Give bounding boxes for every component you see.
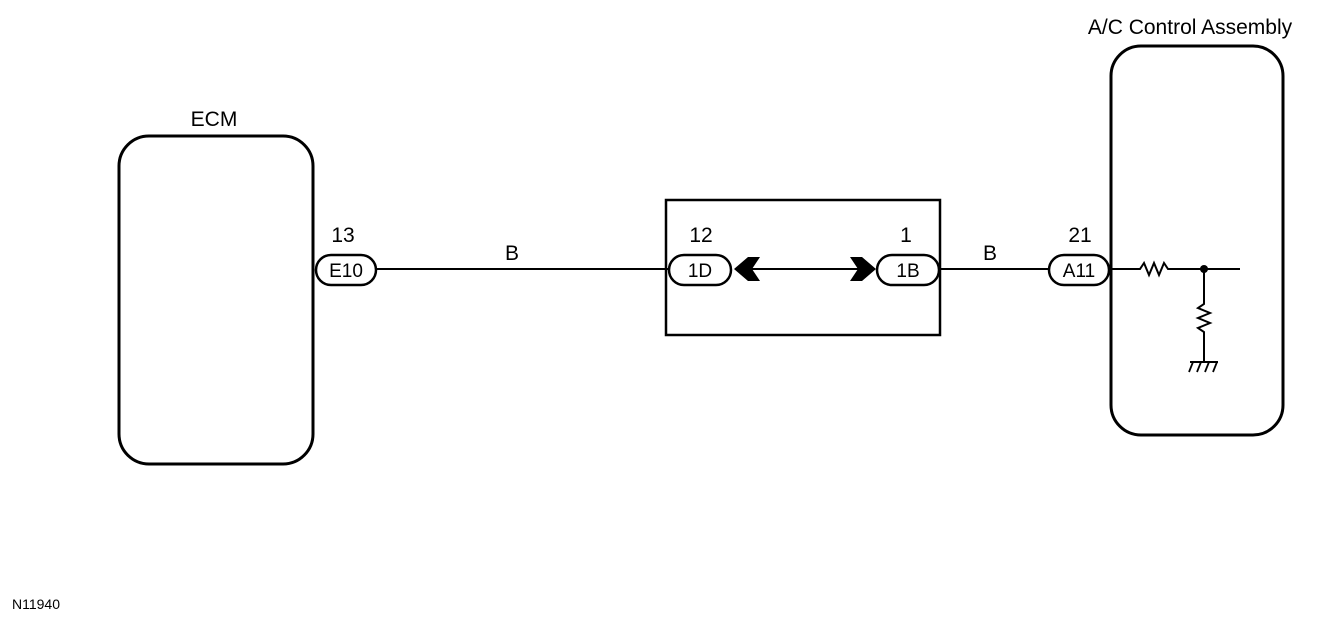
- series-resistor-icon: [1109, 260, 1240, 278]
- wire-right-color-label: B: [983, 242, 997, 265]
- ac-pin-number: 21: [1068, 224, 1091, 247]
- e10-connector-label: E10: [329, 261, 363, 282]
- wire-left-color-label: B: [505, 242, 519, 265]
- pulldown-resistor-icon: [1195, 269, 1213, 362]
- ecm-label: ECM: [191, 108, 238, 131]
- ac-control-box: [1109, 44, 1285, 437]
- ac-control-label: A/C Control Assembly: [1088, 16, 1293, 39]
- right-connector-arrow-icon: [850, 257, 876, 281]
- ground-icon: [1188, 361, 1218, 373]
- 1d-connector: [667, 253, 733, 287]
- 1b-connector-label: 1B: [896, 261, 919, 282]
- 1d-connector-label: 1D: [688, 261, 712, 282]
- ecm-box: [117, 134, 315, 466]
- a11-connector-label: A11: [1063, 261, 1095, 282]
- figure-id: N11940: [12, 596, 60, 612]
- junction-right-pin-number: 1: [900, 224, 912, 247]
- ecm-pin-number: 13: [331, 224, 354, 247]
- 1b-connector: [875, 253, 941, 287]
- junction-left-pin-number: 12: [689, 224, 712, 247]
- left-connector-arrow-icon: [734, 257, 760, 281]
- e10-connector: [314, 253, 378, 287]
